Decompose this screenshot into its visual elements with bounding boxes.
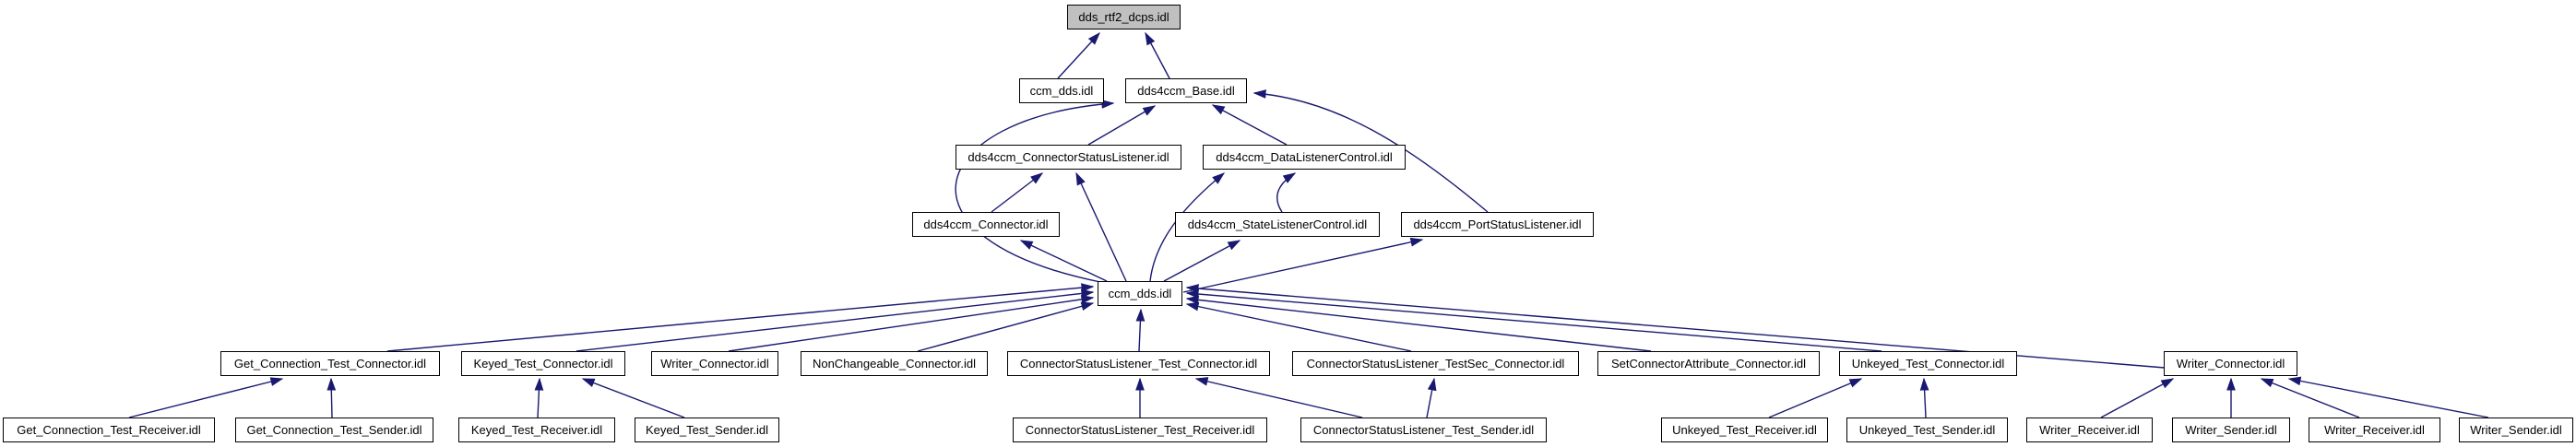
edge-writer_receiver_2-to-writer_connector_2 (2260, 378, 2360, 418)
node-label: Get_Connection_Test_Connector.idl (233, 357, 427, 371)
node-label: dds4ccm_ConnectorStatusListener.idl (967, 150, 1169, 164)
edge-dds4ccm_statelistenercontrol-to-dds4ccm_datalistenercontrol (1276, 172, 1297, 213)
node-csl_testsec_connector[interactable]: ConnectorStatusListener_TestSec_Connecto… (1292, 351, 1579, 376)
edge-unkeyed_test_receiver-to-unkeyed_test_connector (1768, 378, 1863, 418)
node-label: Get_Connection_Test_Sender.idl (246, 423, 422, 437)
edge-dds4ccm_connectorstatuslistener-to-dds4ccm_base (1087, 105, 1157, 146)
node-label: Writer_Receiver.idl (2039, 423, 2140, 437)
node-label: Keyed_Test_Sender.idl (646, 423, 768, 437)
node-keyed_test_sender[interactable]: Keyed_Test_Sender.idl (635, 418, 779, 442)
edge-csl_testsec_connector-to-ccm_dds_mid (1185, 301, 1412, 352)
node-dds4ccm_connectorstatuslistener[interactable]: dds4ccm_ConnectorStatusListener.idl (956, 145, 1181, 170)
node-writer_connector_2[interactable]: Writer_Connector.idl (2164, 351, 2297, 376)
node-get_connection_test_connector[interactable]: Get_Connection_Test_Connector.idl (220, 351, 440, 376)
node-dds4ccm_base[interactable]: dds4ccm_Base.idl (1125, 78, 1247, 103)
node-unkeyed_test_sender[interactable]: Unkeyed_Test_Sender.idl (1846, 418, 2008, 442)
edge-writer_receiver_1-to-writer_connector_2 (2100, 378, 2175, 418)
edge-writer_connector_1-to-ccm_dds_mid (728, 294, 1095, 352)
edge-keyed_test_receiver-to-keyed_test_connector (534, 377, 544, 418)
edge-keyed_test_sender-to-keyed_test_connector (581, 378, 685, 418)
node-label: SetConnectorAttribute_Connector.idl (1610, 357, 1806, 371)
node-writer_sender_2[interactable]: Writer_Sender.idl (2459, 418, 2573, 442)
node-writer_receiver_1[interactable]: Writer_Receiver.idl (2026, 418, 2153, 442)
node-dds_rtf2_dcps[interactable]: dds_rtf2_dcps.idl (1067, 5, 1181, 29)
edge-unkeyed_test_connector-to-ccm_dds_mid (1185, 289, 1882, 352)
node-label: Writer_Sender.idl (2185, 423, 2277, 437)
node-label: ccm_dds.idl (1029, 84, 1094, 98)
edge-unkeyed_test_sender-to-unkeyed_test_connector (1919, 377, 1929, 418)
edge-nonchangeable_connector-to-ccm_dds_mid (917, 301, 1095, 352)
node-writer_receiver_2[interactable]: Writer_Receiver.idl (2309, 418, 2440, 442)
edge-dds4ccm_base-to-dds_rtf2_dcps (1145, 31, 1170, 79)
node-label: dds4ccm_StateListenerControl.idl (1187, 218, 1368, 231)
edge-ccm_dds_mid-to-dds4ccm_portstatuslistener (1182, 237, 1424, 293)
edge-dds4ccm_datalistenercontrol-to-dds4ccm_base (1211, 104, 1288, 146)
node-dds4ccm_statelistenercontrol[interactable]: dds4ccm_StateListenerControl.idl (1175, 212, 1380, 237)
edge-ccm_dds_mid-to-dds4ccm_datalistenercontrol (1149, 172, 1226, 282)
node-label: dds_rtf2_dcps.idl (1078, 10, 1169, 24)
edge-csl_test_connector-to-ccm_dds_mid (1135, 308, 1146, 352)
node-label: ConnectorStatusListener_Test_Sender.idl (1312, 423, 1535, 437)
node-keyed_test_connector[interactable]: Keyed_Test_Connector.idl (461, 351, 625, 376)
node-label: ConnectorStatusListener_Test_Receiver.id… (1025, 423, 1255, 437)
edge-keyed_test_connector-to-ccm_dds_mid (576, 288, 1095, 352)
edge-ccm_dds_mid-to-dds4ccm_base (955, 100, 1115, 283)
edge-dds4ccm_portstatuslistener-to-dds4ccm_base (1252, 89, 1489, 213)
edge-ccm_dds_mid-to-dds4ccm_statelistenercontrol (1163, 240, 1241, 282)
node-keyed_test_receiver[interactable]: Keyed_Test_Receiver.idl (458, 418, 615, 442)
node-get_connection_test_receiver[interactable]: Get_Connection_Test_Receiver.idl (3, 418, 215, 442)
node-label: Writer_Receiver.idl (2324, 423, 2425, 437)
node-label: Writer_Connector.idl (2176, 357, 2285, 371)
node-label: ConnectorStatusListener_Test_Connector.i… (1019, 357, 1258, 371)
node-label: NonChangeable_Connector.idl (812, 357, 977, 371)
node-dds4ccm_portstatuslistener[interactable]: dds4ccm_PortStatusListener.idl (1401, 212, 1594, 237)
edge-ccm_dds_mid-to-dds4ccm_connectorstatuslistener (1075, 171, 1127, 282)
node-csl_test_connector[interactable]: ConnectorStatusListener_Test_Connector.i… (1007, 351, 1270, 376)
node-ccm_dds_mid[interactable]: ccm_dds.idl (1098, 281, 1182, 306)
node-unkeyed_test_connector[interactable]: Unkeyed_Test_Connector.idl (1839, 351, 2017, 376)
node-get_connection_test_sender[interactable]: Get_Connection_Test_Sender.idl (235, 418, 433, 442)
node-label: Get_Connection_Test_Receiver.idl (17, 423, 201, 437)
node-label: dds4ccm_Connector.idl (923, 218, 1049, 231)
node-label: ConnectorStatusListener_TestSec_Connecto… (1306, 357, 1565, 371)
edge-ccm_dds_top-to-dds_rtf2_dcps (1057, 31, 1100, 79)
node-unkeyed_test_receiver[interactable]: Unkeyed_Test_Receiver.idl (1661, 418, 1828, 442)
node-label: ccm_dds.idl (1108, 287, 1172, 300)
edge-csl_test_sender-to-csl_test_connector (1194, 377, 1363, 418)
node-label: Keyed_Test_Connector.idl (473, 357, 613, 371)
node-label: Keyed_Test_Receiver.idl (470, 423, 603, 437)
edge-writer_sender_2-to-writer_connector_2 (2287, 376, 2489, 418)
node-label: Writer_Connector.idl (660, 357, 769, 371)
node-setconnectorattribute_connector[interactable]: SetConnectorAttribute_Connector.idl (1597, 351, 1820, 376)
edge-get_connection_test_sender-to-get_connection_test_connector (326, 377, 337, 418)
edge-setconnectorattribute_connector-to-ccm_dds_mid (1185, 295, 1652, 352)
node-label: dds4ccm_PortStatusListener.idl (1413, 218, 1582, 231)
node-csl_test_receiver[interactable]: ConnectorStatusListener_Test_Receiver.id… (1013, 418, 1267, 442)
node-dds4ccm_datalistenercontrol[interactable]: dds4ccm_DataListenerControl.idl (1203, 145, 1406, 170)
edge-get_connection_test_connector-to-ccm_dds_mid (386, 283, 1095, 352)
edge-ccm_dds_mid-to-dds4ccm_connector (1019, 240, 1108, 282)
edge-csl_test_sender-to-csl_testsec_connector (1426, 377, 1437, 418)
edge-get_connection_test_receiver-to-get_connection_test_connector (128, 377, 284, 418)
node-writer_sender_1[interactable]: Writer_Sender.idl (2172, 418, 2290, 442)
node-dds4ccm_connector[interactable]: dds4ccm_Connector.idl (912, 212, 1060, 237)
node-label: Unkeyed_Test_Sender.idl (1858, 423, 1996, 437)
node-label: Unkeyed_Test_Receiver.idl (1672, 423, 1817, 437)
node-label: Unkeyed_Test_Connector.idl (1851, 357, 2005, 371)
edge-dds4ccm_connector-to-dds4ccm_connectorstatuslistener (991, 172, 1044, 213)
node-label: Writer_Sender.idl (2470, 423, 2562, 437)
node-label: dds4ccm_DataListenerControl.idl (1216, 150, 1393, 164)
node-ccm_dds_top[interactable]: ccm_dds.idl (1019, 78, 1104, 103)
node-writer_connector_1[interactable]: Writer_Connector.idl (651, 351, 778, 376)
node-nonchangeable_connector[interactable]: NonChangeable_Connector.idl (801, 351, 988, 376)
node-label: dds4ccm_Base.idl (1137, 84, 1235, 98)
node-csl_test_sender[interactable]: ConnectorStatusListener_Test_Sender.idl (1300, 418, 1547, 442)
